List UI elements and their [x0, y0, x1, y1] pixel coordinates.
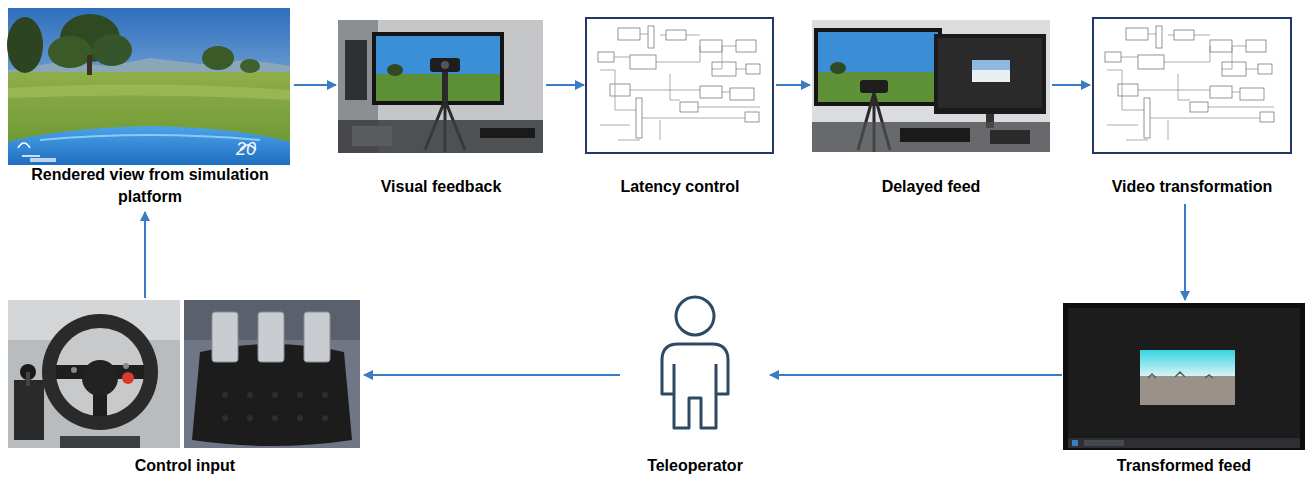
pedals-photo	[184, 300, 360, 448]
flow-arrow	[1184, 204, 1186, 300]
flow-arrow	[144, 212, 146, 298]
rendered-view-picture	[7, 8, 290, 165]
block-diagram-picture	[1093, 18, 1291, 153]
figure-panel: Rendered view from simulation platform	[6, 6, 294, 212]
flow-arrow	[364, 374, 620, 376]
flow-arrow	[776, 84, 810, 86]
transformed-feed-monitor	[1063, 303, 1305, 450]
caption-label: Visual feedback	[336, 176, 546, 198]
caption-label: Rendered view from simulation platform	[6, 164, 294, 208]
wheel-photo	[8, 300, 180, 448]
caption-label: Latency control	[584, 176, 776, 198]
figure-panel: Transformed feed	[1062, 300, 1306, 481]
visual-feedback-photo	[338, 20, 543, 153]
delayed-feed-photo	[812, 20, 1050, 152]
caption-label: Teleoperator	[620, 455, 770, 477]
figure-panel: Teleoperator	[620, 292, 770, 481]
figure-panel: Control input	[6, 298, 364, 481]
caption-label: Control input	[6, 455, 364, 477]
flow-arrow	[1052, 84, 1090, 86]
caption-label: Video transformation	[1090, 176, 1294, 198]
figure-panel: Latency control	[584, 16, 776, 204]
flow-arrow	[546, 84, 584, 86]
person-icon	[662, 297, 728, 428]
flow-arrow	[294, 84, 336, 86]
hud-number: 20	[236, 139, 256, 160]
figure-panel: Visual feedback	[336, 18, 546, 204]
flow-arrow	[770, 374, 1062, 376]
caption-label: Transformed feed	[1062, 455, 1306, 477]
block-diagram-picture	[586, 18, 773, 153]
caption-label: Delayed feed	[810, 176, 1052, 198]
figure-panel: Video transformation	[1090, 16, 1294, 204]
figure-panel: Delayed feed	[810, 18, 1052, 204]
